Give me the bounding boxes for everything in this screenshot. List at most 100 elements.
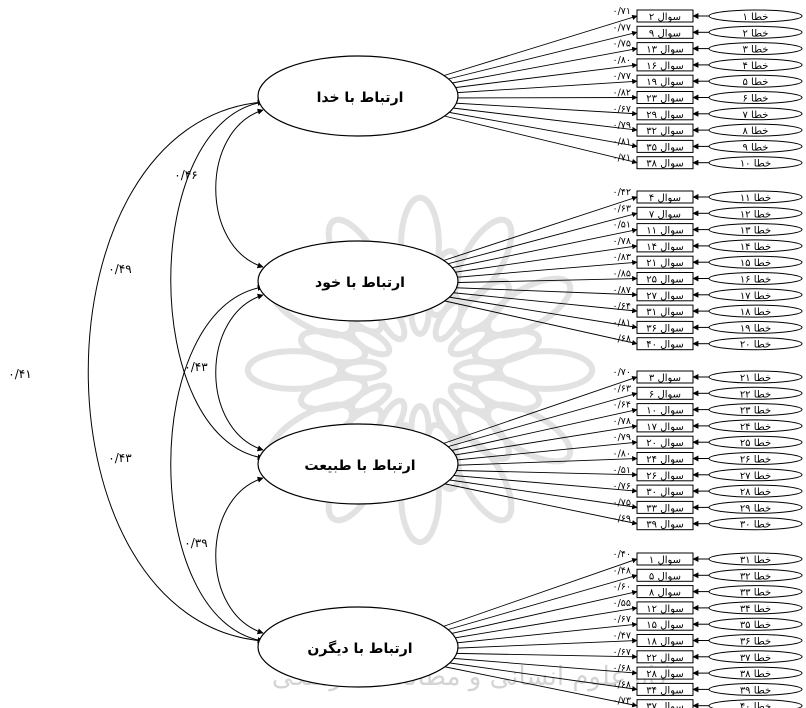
correlation-arcs: ۰/۴۶۰/۴۳۰/۳۹۰/۴۹۰/۴۳۰/۴۱ — [4, 99, 264, 644]
factor-ellipse — [257, 240, 459, 322]
error-label: خطا ۵ — [743, 77, 769, 88]
correlation-value: ۰/۴۶ — [174, 168, 197, 182]
error-ellipse — [708, 9, 803, 23]
loading-value: ۰/۴۸ — [612, 565, 631, 576]
loading-line — [435, 109, 638, 149]
question-label: سوال ۸ — [649, 588, 681, 599]
loading-value: ۰/۷۶ — [612, 481, 631, 492]
loading-line — [435, 14, 638, 79]
error-label: خطا ۳۲ — [740, 571, 771, 582]
error-ellipse — [708, 223, 803, 237]
loading-line — [435, 660, 638, 692]
error-label: خطا ۱۲ — [740, 209, 771, 220]
loading-line — [435, 664, 638, 708]
watermark-petal — [298, 328, 369, 366]
correlation-arc — [215, 476, 264, 635]
question-box — [636, 74, 694, 88]
loading-value: ۰/۴۰ — [612, 549, 631, 560]
question-box — [636, 91, 694, 104]
error-ellipse — [708, 304, 803, 318]
loading-line — [435, 101, 638, 117]
question-box — [636, 435, 694, 449]
error-ellipse — [708, 568, 803, 582]
watermark-petal — [432, 397, 465, 441]
loading-value: ۰/۷۷ — [612, 22, 631, 33]
error-ellipse — [708, 74, 803, 88]
correlation-label-bg — [4, 367, 36, 381]
loading-line — [435, 113, 638, 165]
question-box — [636, 419, 694, 433]
loading-value: ۰/۷۳ — [612, 696, 631, 707]
watermark-petal — [339, 358, 387, 382]
question-label: سوال ۳۷ — [646, 702, 684, 708]
error-ellipse — [708, 288, 803, 302]
question-label: سوال ۱۶ — [646, 61, 684, 72]
error-ellipse — [708, 699, 803, 708]
error-label: خطا ۱۷ — [740, 291, 771, 302]
error-ellipse — [708, 58, 803, 72]
question-label: سوال ۱۳ — [646, 45, 684, 56]
error-label: خطا ۱۶ — [740, 275, 771, 286]
loading-value: ۰/۷۵ — [612, 39, 631, 50]
loading-line — [435, 574, 638, 634]
error-label: خطا ۳۰ — [740, 520, 771, 531]
question-box — [636, 223, 694, 237]
loading-value: ۰/۷۱ — [612, 6, 631, 17]
error-label: خطا ۳۹ — [740, 685, 771, 696]
question-label: سوال ۳۳ — [646, 503, 684, 514]
question-box — [636, 634, 694, 647]
loading-value: ۰/۶۴ — [612, 301, 631, 312]
loading-value: ۰/۸۲ — [612, 88, 631, 99]
loading-line — [435, 622, 638, 646]
loading-value: ۰/۶۳ — [612, 383, 631, 394]
question-box — [636, 585, 694, 599]
correlation-arc — [215, 293, 264, 452]
question-box — [636, 403, 694, 417]
watermark-petal — [447, 325, 491, 358]
loading-line — [435, 294, 638, 330]
question-label: سوال ۱ — [649, 555, 681, 566]
loading-line — [435, 606, 638, 642]
question-label: سوال ۳ — [649, 373, 681, 384]
error-ellipse — [708, 682, 803, 696]
question-label: سوال ۱۱ — [646, 226, 684, 237]
question-label: سوال ۴ — [649, 193, 681, 204]
error-ellipse — [708, 666, 803, 680]
question-label: سوال ۱۷ — [646, 422, 684, 433]
question-box — [636, 42, 694, 56]
question-box — [636, 517, 694, 531]
error-ellipse — [708, 601, 803, 615]
error-ellipse — [708, 255, 803, 269]
question-label: سوال ۴۰ — [646, 340, 684, 351]
error-ellipse — [708, 585, 803, 599]
question-label: سوال ۱۵ — [646, 620, 684, 631]
question-label: سوال ۱۹ — [646, 77, 684, 88]
factor-label: ارتباط با طبیعت — [304, 458, 415, 474]
loading-value: ۰/۷۸ — [612, 236, 631, 247]
correlation-value: ۰/۴۱ — [8, 367, 31, 381]
question-label: سوال ۲۸ — [646, 669, 684, 680]
factor-ellipse — [257, 423, 459, 505]
error-label: خطا ۳۴ — [740, 604, 771, 615]
loading-line — [435, 638, 638, 650]
loading-value: ۰/۶۴ — [612, 400, 631, 411]
loading-line — [435, 424, 638, 459]
question-label: سوال ۱۴ — [646, 242, 684, 253]
loading-value: ۰/۸۰ — [612, 449, 631, 460]
watermark-petal — [447, 382, 491, 415]
correlation-label-bg — [104, 451, 136, 465]
error-ellipse — [708, 419, 803, 433]
error-ellipse — [708, 452, 803, 465]
loading-value: ۰/۶۰ — [612, 582, 631, 593]
question-box — [636, 337, 694, 351]
question-box — [636, 500, 694, 514]
question-label: سوال ۲۵ — [646, 275, 684, 286]
error-label: خطا ۱۵ — [740, 258, 771, 269]
question-box — [636, 156, 694, 170]
factor-ellipse — [257, 606, 459, 688]
loading-line — [435, 590, 638, 638]
error-label: خطا ۲۸ — [740, 487, 771, 498]
question-label: سوال ۳۱ — [646, 307, 684, 318]
correlation-label-bg — [180, 536, 212, 550]
loading-line — [435, 94, 638, 101]
